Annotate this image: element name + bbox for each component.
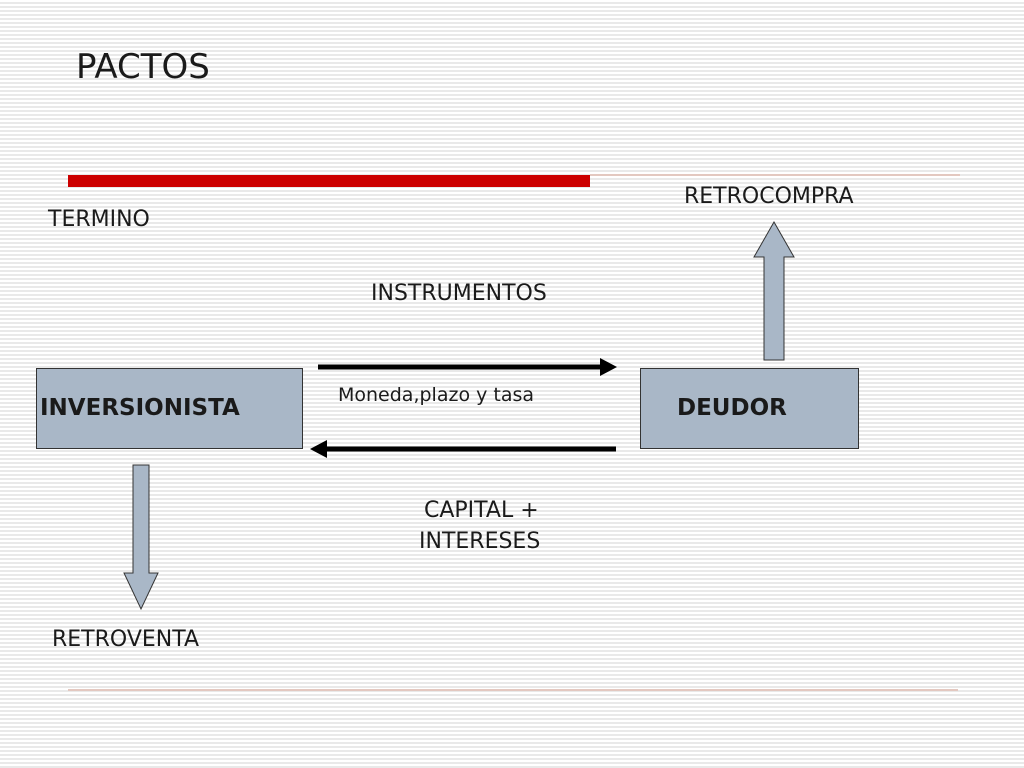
box-deudor: DEUDOR — [640, 368, 859, 449]
label-instrumentos: INSTRUMENTOS — [371, 281, 547, 306]
label-capital: CAPITAL + — [424, 498, 539, 523]
label-retrocompra: RETROCOMPRA — [684, 184, 854, 209]
block-arrow-up-retrocompra — [753, 220, 795, 361]
box-inversionista: INVERSIONISTA — [36, 368, 303, 449]
page-title: PACTOS — [76, 47, 210, 87]
arrow-right-instrumentos — [318, 358, 617, 376]
label-intereses: INTERESES — [419, 529, 541, 554]
block-arrow-down-retroventa — [123, 464, 159, 611]
box-inversionista-label: INVERSIONISTA — [40, 395, 240, 421]
box-deudor-label: DEUDOR — [677, 395, 787, 421]
label-termino: TERMINO — [48, 207, 150, 232]
accent-bar — [68, 175, 590, 187]
arrow-left-capital — [310, 440, 616, 458]
label-moneda-plazo-tasa: Moneda,plazo y tasa — [338, 384, 535, 406]
label-retroventa: RETROVENTA — [52, 627, 200, 652]
